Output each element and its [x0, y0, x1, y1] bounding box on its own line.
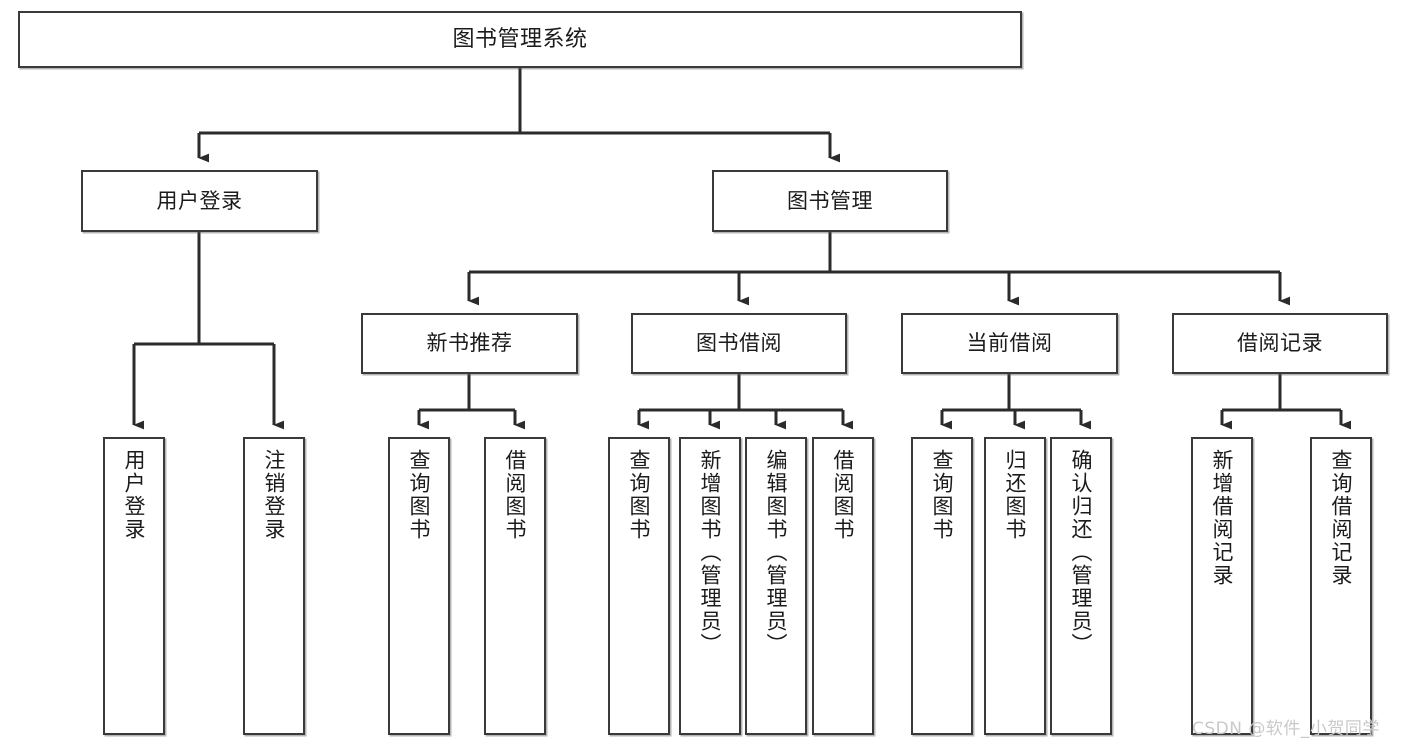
- leaf-node[interactable]: 用户登录: [103, 437, 165, 735]
- node-label: 新书推荐: [426, 331, 513, 356]
- node-label: 图书借阅: [696, 331, 782, 356]
- leaf-node[interactable]: 查询图书: [388, 437, 450, 735]
- leaf-node[interactable]: 新增图书（管理员）: [679, 437, 741, 735]
- leaf-node[interactable]: 查询图书: [608, 437, 670, 735]
- node-label: 借阅记录: [1237, 331, 1323, 356]
- csdn-watermark: CSDN @软件_小贺同学: [1192, 719, 1380, 739]
- node-label: 注销登录: [262, 449, 287, 541]
- node-label: 新增图书（管理员）: [698, 449, 723, 656]
- leaf-node[interactable]: 归还图书: [984, 437, 1046, 735]
- node-root[interactable]: 图书管理系统: [18, 11, 1022, 68]
- node-label: 用户登录: [156, 188, 243, 213]
- leaf-node[interactable]: 借阅图书: [812, 437, 874, 735]
- node-label: 图书管理系统: [452, 26, 588, 52]
- node-level2-user-login[interactable]: 用户登录: [81, 170, 318, 232]
- node-level3-new-book-recommend[interactable]: 新书推荐: [361, 313, 578, 374]
- node-level2-book-management[interactable]: 图书管理: [712, 170, 948, 232]
- node-label: 查询借阅记录: [1329, 449, 1354, 587]
- leaf-node[interactable]: 查询借阅记录: [1310, 437, 1372, 735]
- node-label: 当前借阅: [966, 331, 1053, 356]
- node-label: 编辑图书（管理员）: [764, 449, 789, 656]
- leaf-node[interactable]: 注销登录: [243, 437, 305, 735]
- node-label: 确认归还（管理员）: [1069, 449, 1094, 656]
- node-level3-book-borrow[interactable]: 图书借阅: [631, 313, 847, 374]
- leaf-node[interactable]: 确认归还（管理员）: [1050, 437, 1112, 735]
- node-label: 归还图书: [1003, 449, 1028, 541]
- node-level3-borrow-record[interactable]: 借阅记录: [1172, 313, 1388, 374]
- leaf-node[interactable]: 借阅图书: [484, 437, 546, 735]
- node-label: 用户登录: [122, 449, 147, 541]
- leaf-node[interactable]: 查询图书: [911, 437, 973, 735]
- node-level3-current-borrow[interactable]: 当前借阅: [901, 313, 1118, 374]
- node-label: 查询图书: [407, 449, 432, 541]
- node-label: 查询图书: [930, 449, 955, 541]
- leaf-node[interactable]: 编辑图书（管理员）: [745, 437, 807, 735]
- node-label: 查询图书: [627, 449, 652, 541]
- node-label: 新增借阅记录: [1210, 449, 1235, 587]
- node-label: 借阅图书: [503, 449, 528, 541]
- node-label: 图书管理: [787, 188, 873, 213]
- leaf-node[interactable]: 新增借阅记录: [1191, 437, 1253, 735]
- node-label: 借阅图书: [831, 449, 856, 541]
